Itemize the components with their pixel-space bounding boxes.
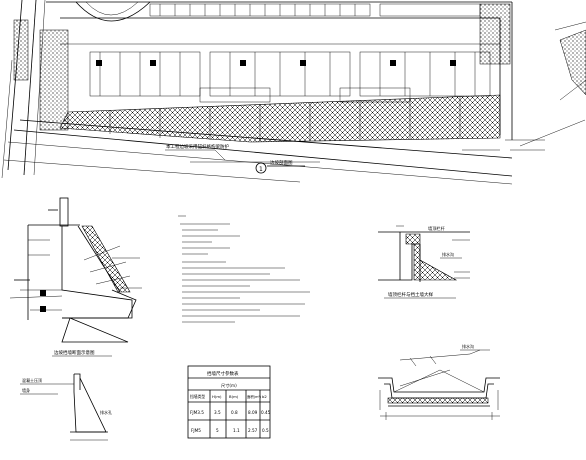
railing-detail-caption: 墙顶栏杆与挡土墙大样 — [388, 291, 433, 298]
small-section-label-low: 排水孔 — [100, 409, 112, 415]
slope-callout-text: 本工程边坡采用锚杆格构梁防护 — [166, 143, 229, 150]
table-header-h: H(m) — [212, 394, 222, 399]
table-row-1-b: 0.8 — [231, 410, 238, 415]
table-row-2-h: 5 — [216, 428, 219, 433]
section-mark-number: 1 — [259, 166, 263, 173]
notes-block — [178, 215, 310, 323]
site-plan: 本工程边坡采用锚杆格构梁防护 1 边坡剖面图 — [1, 0, 586, 185]
railing-detail-title: 墙顶栏杆 — [428, 225, 446, 232]
table-row-1-area: 8.09 — [248, 410, 258, 415]
table-row-2-b2: 0.5 — [262, 428, 269, 433]
table-row-2-type: FJM5 — [191, 428, 201, 433]
slope-hatch — [59, 94, 501, 143]
table-row-1-type: FJM3.5 — [190, 410, 204, 415]
table-header-b: B(m) — [229, 394, 239, 399]
small-wall-section: 混凝土压顶 墙身 排水孔 — [20, 373, 112, 441]
small-section-label-mid: 墙身 — [22, 387, 30, 393]
section-mark-label: 边坡剖面图 — [270, 159, 293, 166]
table-title: 挡墙尺寸参数表 — [207, 370, 239, 377]
building-row — [89, 51, 491, 103]
table-row-1-h: 3.5 — [214, 410, 221, 415]
table-row-2-area: 2.57 — [248, 428, 258, 433]
railing-side-label: 排水沟 — [442, 251, 454, 257]
table-row-1-b2: 0.45 — [261, 410, 271, 415]
drain-detail: 排水沟 — [378, 343, 500, 420]
railing-detail: 墙顶栏杆 排水沟 墙顶栏杆与挡土墙大样 — [378, 225, 470, 299]
cross-section-title: 边坡挡墙断面示意图 — [54, 349, 95, 356]
table-header-type: 挡墙类型 — [190, 394, 205, 399]
wall-cross-section: 边坡挡墙断面示意图 — [9, 197, 142, 357]
parameter-table: 挡墙尺寸参数表 尺寸(m) 挡墙类型 H(m) B(m) 面积(m²) b2 F… — [187, 365, 271, 439]
table-header-b2: b2 — [262, 394, 267, 399]
table-header-area: 面积(m²) — [247, 394, 262, 399]
drain-detail-label: 排水沟 — [462, 343, 474, 349]
table-row-2-b: 1.1 — [233, 428, 240, 433]
table-subtitle: 尺寸(m) — [221, 382, 237, 389]
small-section-label-top: 混凝土压顶 — [22, 377, 42, 383]
section-mark-circle — [255, 162, 267, 174]
